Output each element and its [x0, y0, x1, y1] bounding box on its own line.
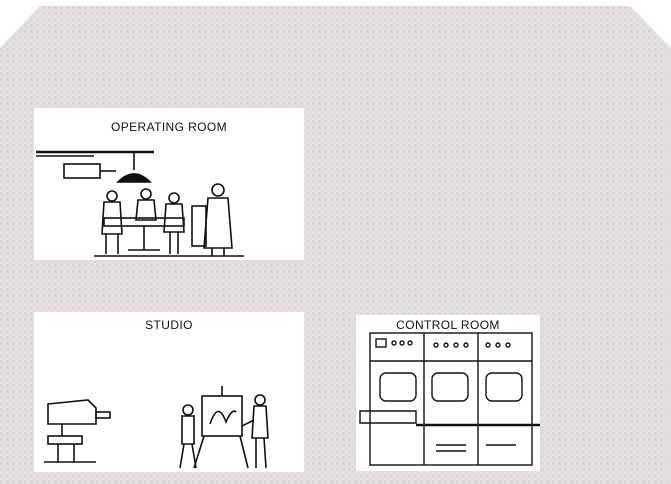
tv-camera-and-presenter-icon — [44, 386, 269, 469]
studio-panel: STUDIO — [34, 312, 304, 472]
control-room-title: CONTROL ROOM — [396, 318, 500, 332]
operating-room-title: OPERATING ROOM — [110, 120, 228, 134]
operating-room-panel: OPERATING ROOM — [34, 108, 304, 260]
control-room-panel: CONTROL ROOM — [356, 315, 540, 471]
studio-title: STUDIO — [145, 318, 193, 332]
monitor-console-icon — [359, 332, 540, 466]
surgeons-at-operating-table-icon — [36, 150, 244, 257]
